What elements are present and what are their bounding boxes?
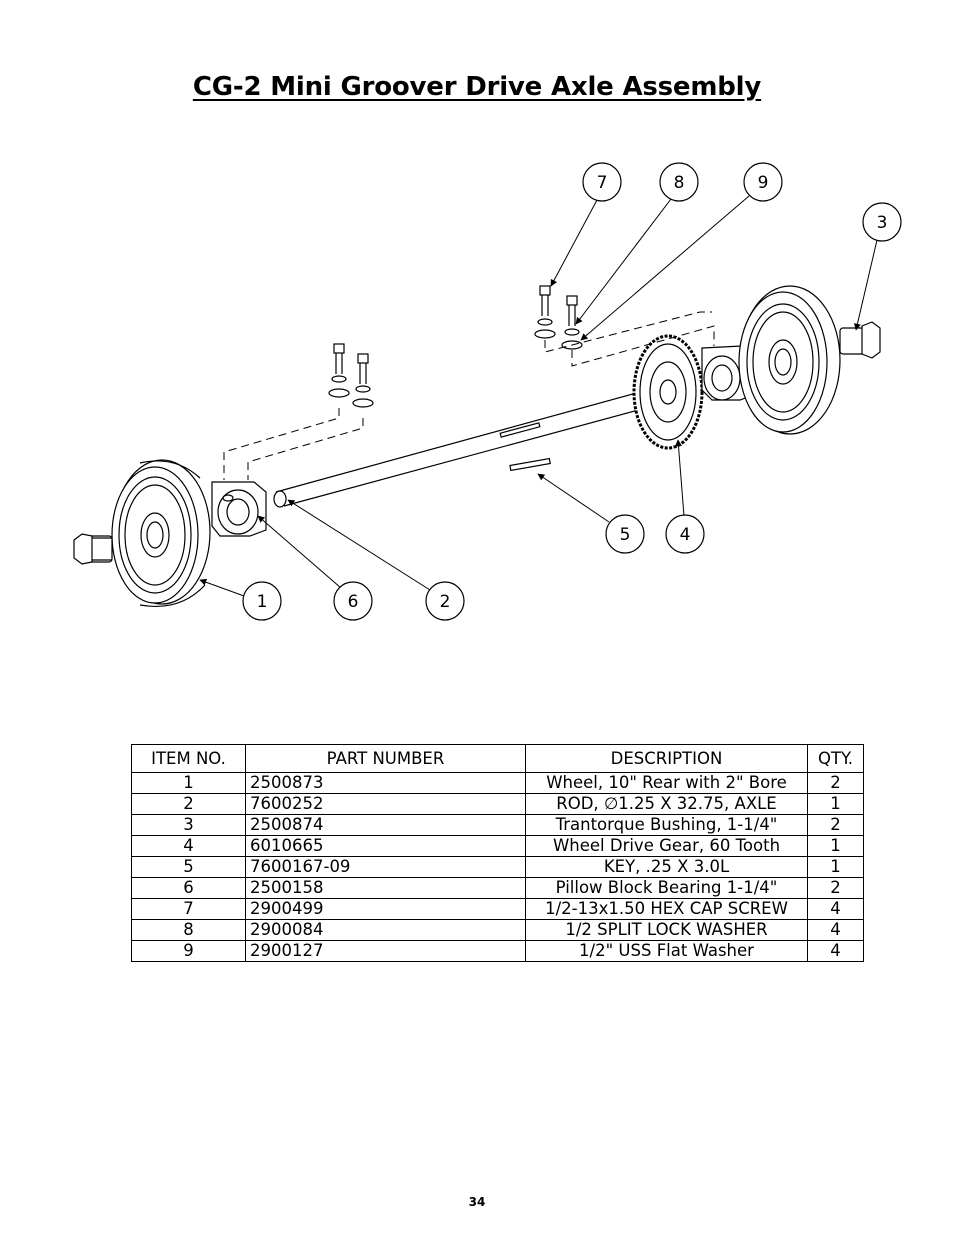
balloon-5: 5 — [605, 514, 645, 554]
table-row: 4 6010665 Wheel Drive Gear, 60 Tooth 1 — [131, 835, 864, 857]
qty-cell: 1 — [807, 835, 864, 857]
item-cell: 8 — [131, 919, 246, 941]
balloon-9: 9 — [743, 162, 783, 202]
part-number-cell: 7600252 — [245, 793, 526, 815]
description-cell: Wheel, 10" Rear with 2" Bore — [525, 772, 808, 794]
item-cell: 5 — [131, 856, 246, 878]
description-cell: Pillow Block Bearing 1-1/4" — [525, 877, 808, 899]
qty-cell: 4 — [807, 898, 864, 920]
item-cell: 2 — [131, 793, 246, 815]
balloon-3: 3 — [862, 202, 902, 242]
description-cell: KEY, .25 X 3.0L — [525, 856, 808, 878]
header-item-no: ITEM NO. — [131, 744, 246, 773]
part-number-cell: 2500873 — [245, 772, 526, 794]
table-row: 7 2900499 1/2-13x1.50 HEX CAP SCREW 4 — [131, 898, 864, 920]
item-cell: 9 — [131, 940, 246, 962]
qty-cell: 1 — [807, 793, 864, 815]
qty-cell: 4 — [807, 940, 864, 962]
balloon-2: 2 — [425, 581, 465, 621]
svg-text:3: 3 — [877, 213, 888, 233]
page-number: 34 — [468, 1195, 486, 1209]
svg-text:8: 8 — [674, 173, 685, 193]
leader-lines — [199, 195, 878, 597]
left-bushing-part — [73, 533, 113, 565]
table-row: 8 2900084 1/2 SPLIT LOCK WASHER 4 — [131, 919, 864, 941]
qty-cell: 4 — [807, 919, 864, 941]
table-row: 5 7600167-09 KEY, .25 X 3.0L 1 — [131, 856, 864, 878]
table-row: 9 2900127 1/2" USS Flat Washer 4 — [131, 940, 864, 962]
description-cell: Trantorque Bushing, 1-1/4" — [525, 814, 808, 836]
part-number-cell: 2500874 — [245, 814, 526, 836]
part-number-cell: 7600167-09 — [245, 856, 526, 878]
qty-cell: 2 — [807, 772, 864, 794]
left-pillow-block-part — [211, 481, 267, 537]
qty-cell: 2 — [807, 814, 864, 836]
right-wheel-part — [738, 285, 841, 435]
item-cell: 1 — [131, 772, 246, 794]
part-number-cell: 2900084 — [245, 919, 526, 941]
balloon-1: 1 — [242, 581, 282, 621]
part-number-cell: 6010665 — [245, 835, 526, 857]
part-number-cell: 2900499 — [245, 898, 526, 920]
svg-text:7: 7 — [597, 173, 608, 193]
description-cell: 1/2 SPLIT LOCK WASHER — [525, 919, 808, 941]
left-fastener-stack — [328, 343, 374, 408]
alignment-lines — [223, 311, 715, 480]
left-wheel-part — [111, 459, 211, 608]
table-row: 6 2500158 Pillow Block Bearing 1-1/4" 2 — [131, 877, 864, 899]
balloon-8: 8 — [659, 162, 699, 202]
axle-rod-part — [273, 385, 669, 508]
header-description: DESCRIPTION — [525, 744, 808, 773]
balloon-7: 7 — [582, 162, 622, 202]
drive-gear-part — [632, 334, 704, 450]
description-cell: 1/2-13x1.50 HEX CAP SCREW — [525, 898, 808, 920]
qty-cell: 2 — [807, 877, 864, 899]
header-qty: QTY. — [807, 744, 864, 773]
svg-text:1: 1 — [257, 592, 268, 612]
item-cell: 3 — [131, 814, 246, 836]
table-row: 2 7600252 ROD, ∅1.25 X 32.75, AXLE 1 — [131, 793, 864, 815]
svg-text:5: 5 — [620, 525, 631, 545]
svg-text:2: 2 — [440, 592, 451, 612]
description-cell: ROD, ∅1.25 X 32.75, AXLE — [525, 793, 808, 815]
table-row: 1 2500873 Wheel, 10" Rear with 2" Bore 2 — [131, 772, 864, 794]
key-part — [509, 457, 551, 472]
part-number-cell: 2900127 — [245, 940, 526, 962]
qty-cell: 1 — [807, 856, 864, 878]
svg-text:4: 4 — [680, 525, 691, 545]
description-cell: 1/2" USS Flat Washer — [525, 940, 808, 962]
item-cell: 6 — [131, 877, 246, 899]
table-header-row: ITEM NO. PART NUMBER DESCRIPTION QTY. — [131, 744, 864, 773]
header-part-number: PART NUMBER — [245, 744, 526, 773]
part-number-cell: 2500158 — [245, 877, 526, 899]
right-bushing-part — [839, 321, 881, 359]
item-cell: 4 — [131, 835, 246, 857]
bill-of-materials-table: ITEM NO. PART NUMBER DESCRIPTION QTY. 1 … — [131, 744, 864, 962]
balloon-6: 6 — [333, 581, 373, 621]
description-cell: Wheel Drive Gear, 60 Tooth — [525, 835, 808, 857]
svg-text:9: 9 — [758, 173, 769, 193]
table-row: 3 2500874 Trantorque Bushing, 1-1/4" 2 — [131, 814, 864, 836]
exploded-assembly-drawing: 7 8 9 3 5 4 1 6 2 — [73, 162, 902, 621]
item-cell: 7 — [131, 898, 246, 920]
page-title: CG-2 Mini Groover Drive Axle Assembly — [192, 72, 762, 102]
right-fastener-stack — [534, 285, 583, 350]
balloon-4: 4 — [665, 514, 705, 554]
svg-text:6: 6 — [348, 592, 359, 612]
